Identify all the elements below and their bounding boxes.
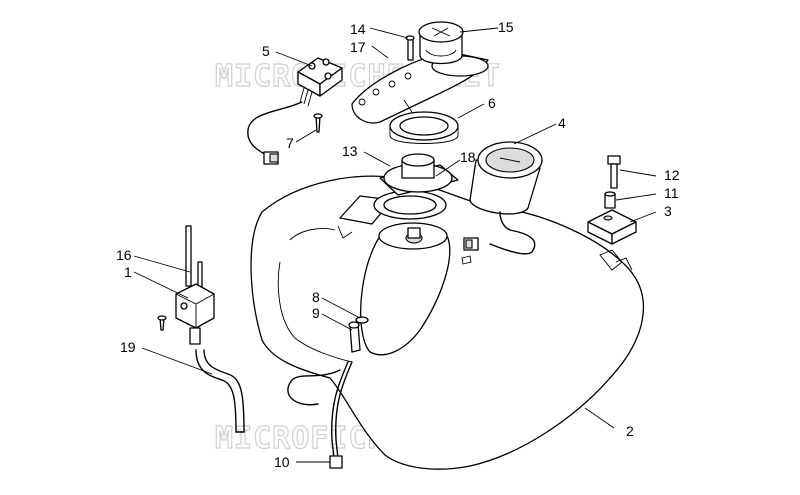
washer-8 <box>355 316 369 324</box>
screw-14 <box>405 35 415 61</box>
callout-18: 18 <box>460 149 476 165</box>
callout-12: 12 <box>664 167 680 183</box>
tank-filler-neck <box>360 222 451 356</box>
callout-9: 9 <box>312 305 320 321</box>
spacer-11 <box>604 191 616 209</box>
callout-1: 1 <box>124 264 132 280</box>
callout-16: 16 <box>116 247 132 263</box>
leader-lines <box>133 27 657 463</box>
callout-4: 4 <box>558 115 566 131</box>
sensor-wire <box>247 101 303 165</box>
gasket-ring-18 <box>379 153 459 196</box>
bolt-12 <box>607 155 621 189</box>
fuel-hose-19 <box>195 349 245 433</box>
callout-5: 5 <box>262 43 270 59</box>
callout-10: 10 <box>274 454 290 470</box>
callout-17: 17 <box>350 39 366 55</box>
callout-7: 7 <box>286 135 294 151</box>
fitting-9 <box>348 321 361 353</box>
filler-ring-6 <box>389 111 459 144</box>
filler-cap-15 <box>418 21 464 65</box>
callout-11: 11 <box>664 185 679 201</box>
callout-14: 14 <box>350 21 366 37</box>
callout-19: 19 <box>120 339 136 355</box>
rubber-block-3 <box>587 209 637 245</box>
callout-13: 13 <box>342 143 358 159</box>
callout-8: 8 <box>312 289 320 305</box>
fuel-tap-1 <box>175 225 215 345</box>
gasket-ring-13 <box>339 190 447 225</box>
callout-3: 3 <box>664 203 672 219</box>
drain-line-10 <box>287 361 353 469</box>
fuel-gauge-4 <box>463 141 543 255</box>
callout-15: 15 <box>498 19 514 35</box>
screw-16 <box>157 315 167 331</box>
callout-6: 6 <box>488 95 496 111</box>
callout-2: 2 <box>626 423 634 439</box>
fuel-tank <box>250 175 644 470</box>
callout-labels: 15 14 17 5 6 7 4 13 18 12 11 3 16 1 8 9 … <box>116 19 680 470</box>
screw-7 <box>313 113 323 133</box>
